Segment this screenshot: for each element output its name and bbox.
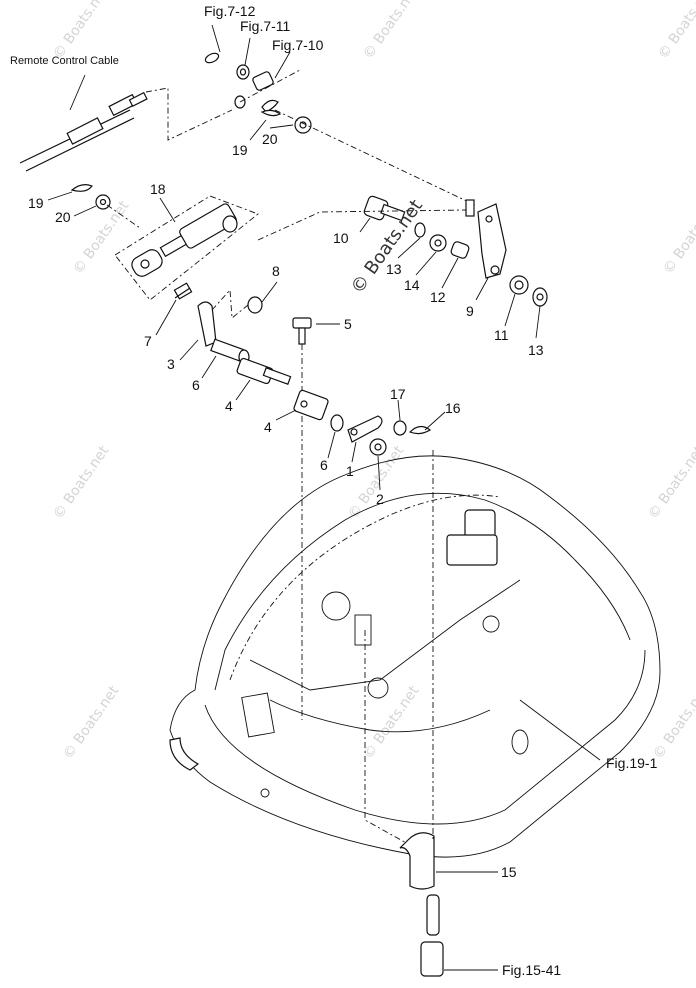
leader-lines xyxy=(47,24,541,971)
watermark: © Boats.net xyxy=(660,198,696,278)
callout-19: 19 xyxy=(28,195,44,211)
fig-19-1-label: Fig.19-1 xyxy=(606,755,658,771)
callout-14: 14 xyxy=(404,277,420,293)
callout-17: 17 xyxy=(390,386,406,402)
upper-connector-parts xyxy=(204,52,476,206)
watermarks: © Boats.net © Boats.net © Boats.net © Bo… xyxy=(50,0,696,762)
callout-18: 18 xyxy=(150,181,166,197)
callout-15: 15 xyxy=(501,864,517,880)
callout-16: 16 xyxy=(445,400,461,416)
callout-20: 20 xyxy=(262,131,278,147)
watermark: © Boats.net xyxy=(70,198,132,278)
watermark: © Boats.net xyxy=(60,683,122,763)
remote-cable-label: Remote Control Cable xyxy=(10,55,119,67)
callout-8: 8 xyxy=(272,263,280,279)
callout-2: 2 xyxy=(376,491,384,507)
remote-control-cable xyxy=(19,74,233,172)
watermark: © Boats.net xyxy=(360,683,422,763)
fig-15-41-label: Fig.15-41 xyxy=(502,962,561,978)
callout-20: 20 xyxy=(55,209,71,225)
callout-3: 3 xyxy=(167,356,175,372)
link-rod-assembly xyxy=(70,184,259,301)
callout-12: 12 xyxy=(430,289,446,305)
callout-9: 9 xyxy=(466,303,474,319)
fig-7-11-label: Fig.7-11 xyxy=(240,18,291,34)
watermark: © Boats.net xyxy=(655,0,696,62)
throttle-linkage xyxy=(173,282,432,720)
callout-6: 6 xyxy=(192,377,200,393)
callout-19: 19 xyxy=(232,142,248,158)
watermark: © Boats.net xyxy=(645,443,696,523)
bottom-cowling xyxy=(169,455,661,858)
watermark: © Boats.net xyxy=(360,0,422,62)
watermark: © Boats.net xyxy=(50,443,112,523)
labels: Remote Control Cable Fig.7-12 Fig.7-11 F… xyxy=(10,3,658,978)
fig-7-10-label: Fig.7-10 xyxy=(272,37,324,53)
callout-6: 6 xyxy=(320,457,328,473)
callout-13: 13 xyxy=(528,342,544,358)
callout-11: 11 xyxy=(494,327,509,343)
callout-10: 10 xyxy=(333,230,349,246)
callout-5: 5 xyxy=(344,316,352,332)
callout-13: 13 xyxy=(386,261,402,277)
lever-assembly xyxy=(257,195,548,307)
callout-1: 1 xyxy=(346,463,354,479)
callout-4: 4 xyxy=(225,398,233,414)
watermark: © Boats.net xyxy=(50,0,112,62)
fig-7-12-label: Fig.7-12 xyxy=(204,3,256,19)
callout-4: 4 xyxy=(264,419,272,435)
hose-assembly xyxy=(364,450,444,977)
callout-7: 7 xyxy=(144,333,152,349)
